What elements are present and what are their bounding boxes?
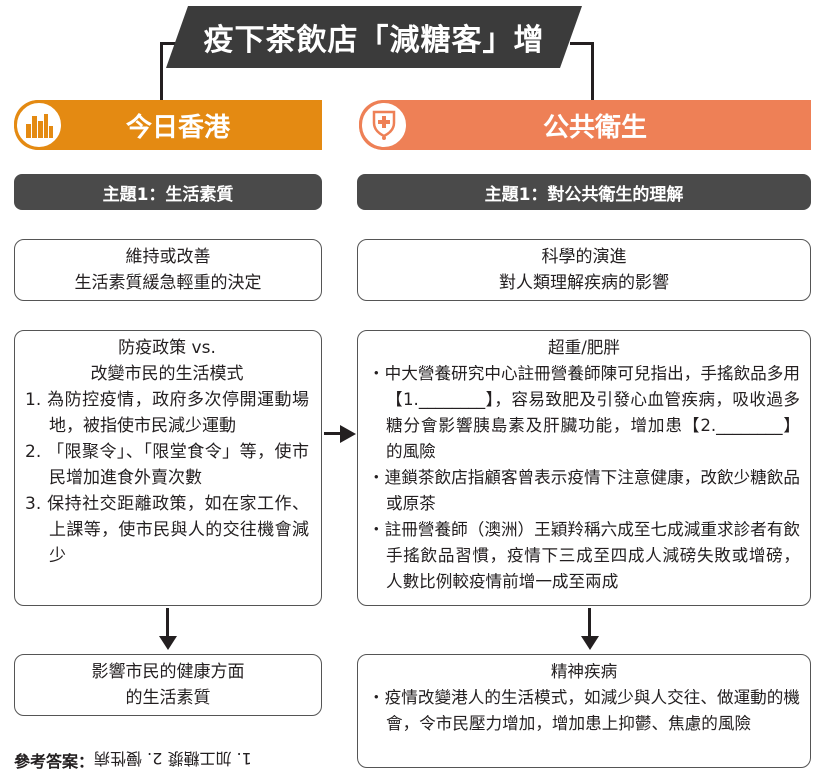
policy-list: 1. 為防控疫情，政府多次停開運動場地，被指使市民減少運動 2. 「限聚令」、「… [25, 387, 309, 569]
policy-item: 2. 「限聚令」、「限堂食令」等，使市民增加進食外賣次數 [25, 442, 309, 488]
arrow-right-shaft [588, 608, 591, 638]
left-box3-line2: 的生活素質 [125, 688, 211, 708]
theme-bar-left: 主題1：生活素質 [14, 174, 322, 210]
answer-key: 參考答案：1. 加工糖漿 2. 慢性病 [14, 748, 252, 772]
connector-title-right [570, 42, 594, 45]
left-box-policy: 防疫政策 vs. 改變市民的生活模式 1. 為防控疫情，政府多次停開運動場地，被… [14, 330, 322, 606]
title-banner [166, 6, 582, 68]
left-box2-title-line2: 改變市民的生活模式 [90, 364, 244, 384]
category-header-left: 今日香港 [14, 100, 322, 150]
arrow-right-center [340, 424, 356, 443]
obesity-item: 中大營養研究中心註冊營養師陳可兒指出，手搖飲品多用【1.________】，容易… [368, 361, 800, 465]
category-label-left: 今日香港 [125, 112, 230, 143]
arrow-left-shaft [166, 608, 169, 638]
answer-text: 1. 加工糖漿 2. 慢性病 [94, 749, 252, 768]
obesity-list: 中大營養研究中心註冊營養師陳可兒指出，手搖飲品多用【1.________】，容易… [368, 361, 800, 595]
right-box-obesity: 超重/肥胖 中大營養研究中心註冊營養師陳可兒指出，手搖飲品多用【1.______… [357, 330, 811, 606]
right-box1-line1: 科學的演進 [541, 247, 627, 267]
arrow-down-left [158, 636, 177, 650]
right-box-mental: 精神疾病 疫情改變港人的生活模式，如減少與人交往、做運動的機會，令市民壓力增加，… [357, 654, 811, 768]
left-box-quality-decision: 維持或改善 生活素質緩急輕重的決定 [14, 239, 322, 301]
answer-label: 參考答案： [14, 752, 95, 771]
connector-title-right-drop [591, 42, 594, 102]
right-box2-title: 超重/肥胖 [548, 338, 620, 357]
theme-bar-right: 主題1：對公共衛生的理解 [357, 174, 811, 210]
city-skyline-icon [14, 100, 64, 150]
connector-title-left [160, 42, 180, 45]
obesity-item: 註冊營養師（澳洲）王穎羚稱六成至七成減重求診者有飲手搖飲品習慣，疫情下三成至四成… [368, 517, 800, 595]
right-box3-title: 精神疾病 [550, 662, 618, 681]
right-box-science: 科學的演進 對人類理解疾病的影響 [357, 239, 811, 301]
category-header-right: 公共衛生 [359, 100, 811, 150]
mental-item: 疫情改變港人的生活模式，如減少與人交往、做運動的機會，令市民壓力增加，增加患上抑… [368, 685, 800, 737]
left-box2-title-line1: 防疫政策 vs. [118, 338, 216, 358]
left-box3-line1: 影響市民的健康方面 [91, 662, 245, 682]
arrow-down-right [580, 636, 599, 650]
left-box-health-quality: 影響市民的健康方面 的生活素質 [14, 654, 322, 716]
stethoscope-shield-icon [359, 100, 409, 150]
policy-item: 3. 保持社交距離政策，如在家工作、上課等，使市民與人的交往機會減少 [25, 494, 309, 566]
left-box1-line2: 生活素質緩急輕重的決定 [74, 273, 262, 293]
category-label-right: 公共衛生 [542, 112, 647, 143]
mental-list: 疫情改變港人的生活模式，如減少與人交往、做運動的機會，令市民壓力增加，增加患上抑… [368, 685, 800, 737]
connector-title-left-drop [160, 42, 163, 102]
obesity-item: 連鎖茶飲店指顧客曾表示疫情下注意健康，改飲少糖飲品或原茶 [368, 465, 800, 517]
arrow-center-shaft [324, 432, 342, 435]
left-box1-line1: 維持或改善 [125, 247, 211, 267]
policy-item: 1. 為防控疫情，政府多次停開運動場地，被指使市民減少運動 [25, 390, 309, 436]
right-box1-line2: 對人類理解疾病的影響 [499, 273, 669, 293]
page-title: 疫下茶飲店「減糖客」增 [203, 23, 545, 58]
